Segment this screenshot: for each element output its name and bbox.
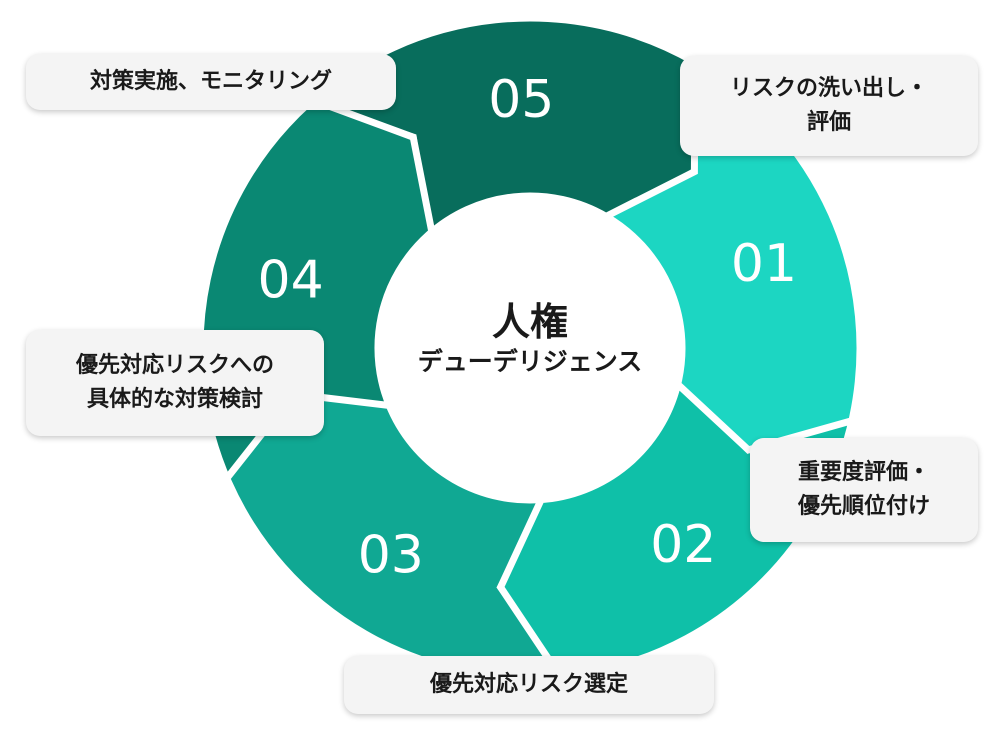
- step-label-04-line-1: 優先対応リスクへの: [75, 353, 274, 378]
- step-number-05: 05: [488, 70, 554, 130]
- step-label-05-line-1: 対策実施、モニタリング: [89, 69, 332, 94]
- step-label-05: 対策実施、モニタリング: [26, 54, 396, 110]
- step-number-04: 04: [258, 250, 324, 310]
- step-label-02: 重要度評価・ 優先順位付け: [750, 438, 978, 542]
- step-number-01: 01: [731, 234, 797, 294]
- step-label-01: リスクの洗い出し・ 評価: [680, 56, 978, 156]
- cycle-segments: [196, 14, 864, 687]
- step-label-04-line-2: 具体的な対策検討: [86, 387, 263, 412]
- center-disc: [382, 200, 678, 496]
- step-label-01-line-2: 評価: [806, 110, 851, 135]
- step-label-03: 優先対応リスク選定: [344, 656, 714, 714]
- center-title-main: 人権: [491, 300, 568, 344]
- center-title-sub: デューデリジェンス: [417, 347, 643, 376]
- step-number-03: 03: [358, 525, 424, 585]
- step-number-02: 02: [650, 515, 716, 575]
- step-numbers: 05 04 03 02 01: [258, 70, 798, 585]
- step-label-01-line-1: リスクの洗い出し・: [729, 76, 928, 101]
- step-label-02-line-2: 優先順位付け: [797, 494, 930, 519]
- center-title: 人権 デューデリジェンス: [390, 300, 670, 380]
- step-label-03-line-1: 優先対応リスク選定: [429, 672, 628, 697]
- step-label-02-line-1: 重要度評価・: [797, 460, 930, 485]
- step-label-04: 優先対応リスクへの 具体的な対策検討: [26, 330, 324, 436]
